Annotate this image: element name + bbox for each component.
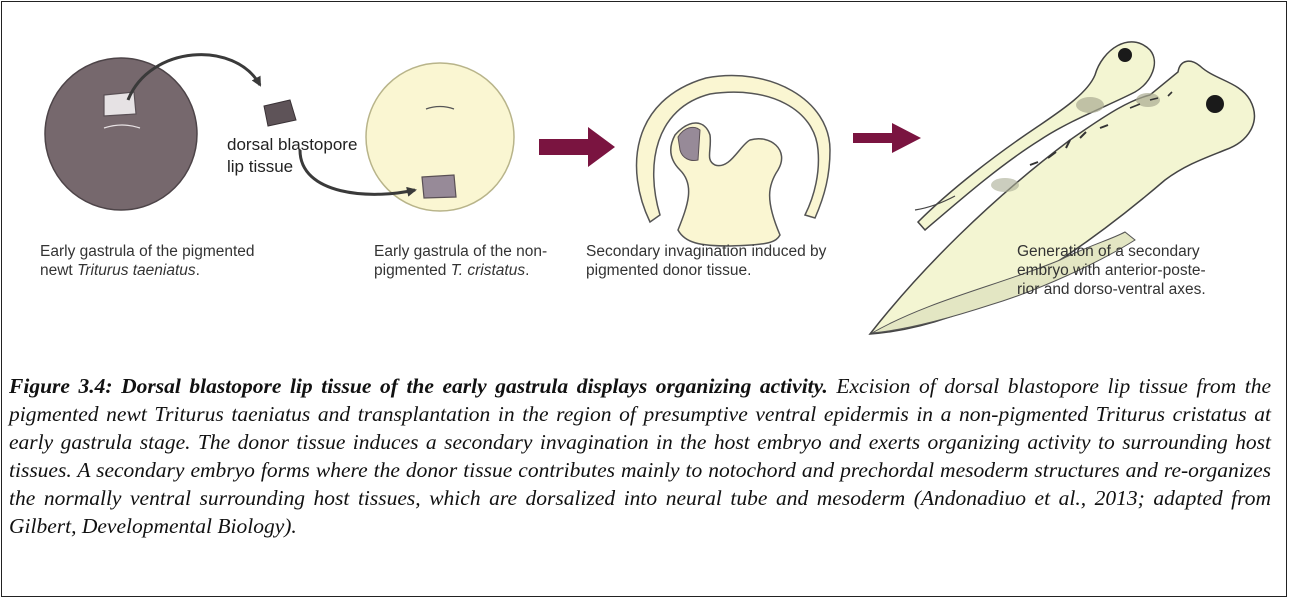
primary-eye	[1206, 95, 1224, 113]
transplant-diagram	[0, 0, 1290, 360]
pigment-patch-1	[1076, 97, 1104, 113]
dorsal-lip-callout: dorsal blastopore lip tissue	[227, 134, 357, 178]
pigment-patch-3	[991, 178, 1019, 192]
caption-lead: Figure 3.4: Dorsal blastopore lip tissue…	[9, 374, 828, 398]
figure-caption: Figure 3.4: Dorsal blastopore lip tissue…	[9, 372, 1271, 540]
grafted-donor-tissue	[422, 175, 456, 198]
stage-label-3: Secondary invagination induced by pigmen…	[586, 242, 826, 280]
stage-label-1: Early gastrula of the pigmented newt Tri…	[40, 242, 255, 280]
stage-label-4: Generation of a secondary embryo with an…	[1017, 242, 1206, 299]
process-arrow-1	[539, 127, 615, 167]
process-arrow-2	[853, 123, 921, 153]
stage-label-2: Early gastrula of the non- pigmented T. …	[374, 242, 547, 280]
excised-tissue-piece	[264, 100, 296, 126]
donor-gastrula	[45, 58, 197, 210]
secondary-eye	[1118, 48, 1132, 62]
caption-body: Excision of dorsal blastopore lip tissue…	[9, 374, 1271, 538]
invaginating-embryo	[637, 76, 830, 246]
host-gastrula	[366, 63, 514, 211]
